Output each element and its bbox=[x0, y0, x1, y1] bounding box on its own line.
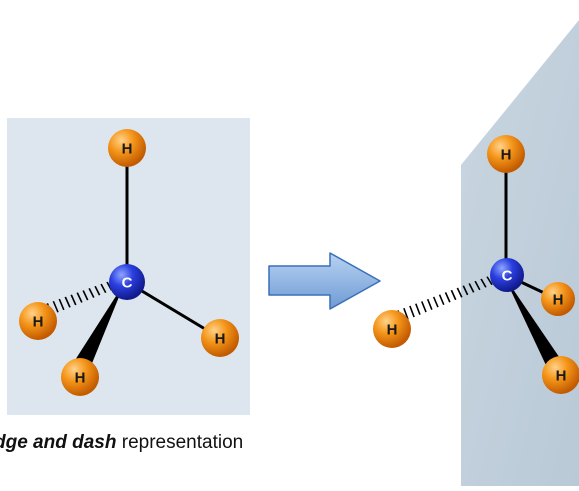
caption: dge and dash representation bbox=[0, 432, 243, 454]
caption-emphasis: dge and dash bbox=[0, 432, 117, 453]
hydrogen-atom-top: H bbox=[108, 129, 146, 167]
carbon-atom: C bbox=[109, 264, 145, 300]
hydrogen-label: H bbox=[75, 370, 86, 387]
hydrogen-atom-bottom: H bbox=[61, 358, 99, 396]
hydrogen-atom-behind-plane: H bbox=[541, 282, 575, 316]
hydrogen-atom-top-right: H bbox=[487, 135, 525, 173]
hydrogen-label: H bbox=[33, 314, 44, 331]
carbon-atom-right: C bbox=[490, 258, 524, 292]
hydrogen-atom-left: H bbox=[19, 302, 57, 340]
hydrogen-label: H bbox=[387, 322, 398, 339]
right-arrow-icon bbox=[268, 252, 381, 310]
hydrogen-label: H bbox=[553, 292, 564, 309]
hydrogen-label: H bbox=[122, 141, 133, 158]
hydrogen-label: H bbox=[215, 331, 226, 348]
hydrogen-label: H bbox=[556, 368, 567, 385]
carbon-label: C bbox=[122, 275, 133, 292]
hydrogen-atom-right: H bbox=[201, 319, 239, 357]
solid-wedge-bond bbox=[70, 282, 125, 378]
carbon-label: C bbox=[502, 268, 513, 285]
hydrogen-atom-bottom-right: H bbox=[542, 356, 579, 394]
projection-plane-shape bbox=[461, 20, 579, 486]
hydrogen-atom-left-right: H bbox=[373, 310, 411, 348]
solid-wedge-bond-right bbox=[504, 276, 568, 378]
caption-text: representation bbox=[116, 432, 244, 453]
hydrogen-label: H bbox=[501, 147, 512, 164]
